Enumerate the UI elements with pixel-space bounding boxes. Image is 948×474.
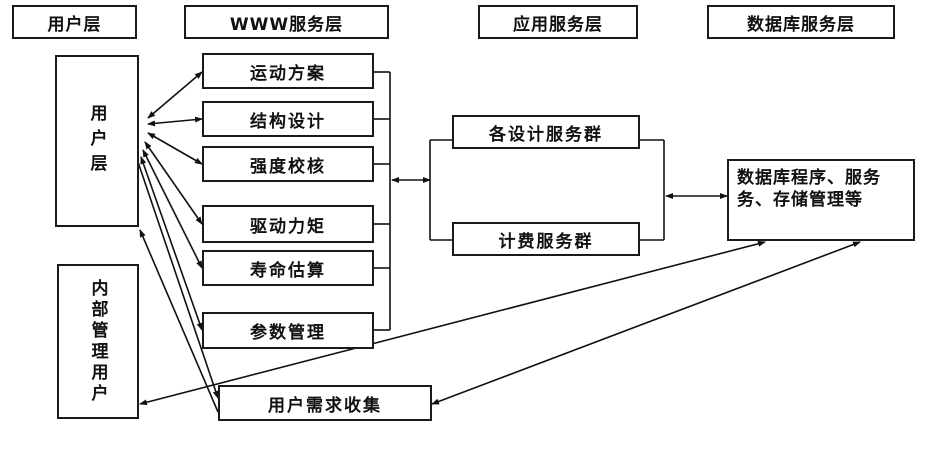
module-life-estimate: 寿命估算: [202, 250, 374, 286]
header-user-layer: 用户层: [12, 5, 137, 39]
service-design-group: 各设计服务群: [452, 115, 640, 149]
header-app-layer: 应用服务层: [478, 5, 638, 39]
module-motion-plan: 运动方案: [202, 53, 374, 89]
db-programs-box: 数据库程序、服务务、存储管理等: [727, 159, 915, 241]
header-db-layer: 数据库服务层: [707, 5, 895, 39]
header-www-layer: WWW服务层: [184, 5, 389, 39]
user-layer-box: 用户层: [55, 55, 139, 227]
link-db-demand: [431, 241, 861, 405]
module-structure-design: 结构设计: [202, 101, 374, 137]
link-user-module-5: [142, 149, 203, 269]
module-param-mgmt: 参数管理: [202, 312, 374, 349]
link-user-module-1: [147, 71, 203, 119]
service-billing-group: 计费服务群: [452, 222, 640, 256]
user-demand-box: 用户需求收集: [218, 385, 432, 421]
link-user-module-2: [147, 116, 203, 127]
module-drive-torque: 驱动力矩: [202, 205, 374, 243]
internal-user-box: 内部管理用户: [57, 264, 139, 419]
module-strength-check: 强度校核: [202, 146, 374, 182]
